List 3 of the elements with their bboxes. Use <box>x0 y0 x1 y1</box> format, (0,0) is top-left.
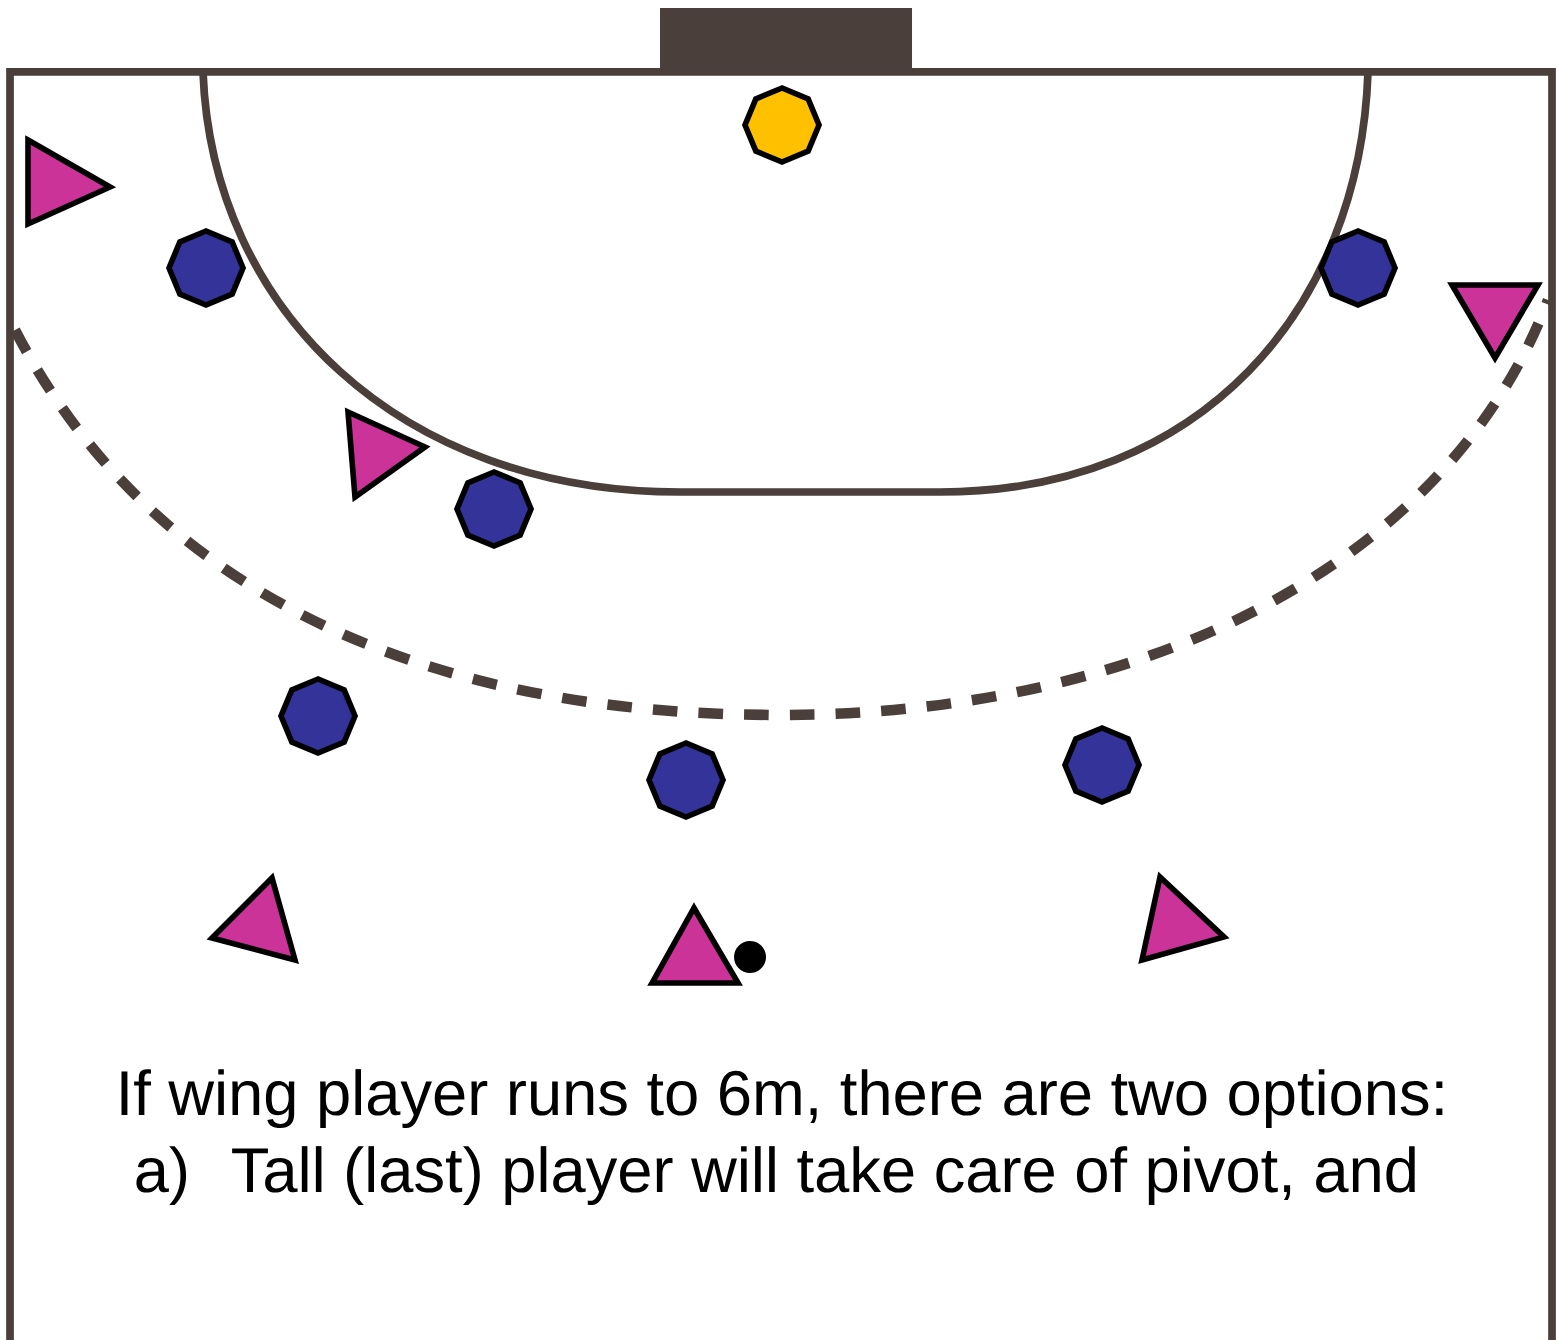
note-text: If wing player runs to 6m, there are two options: <box>121 1069 1443 1129</box>
list-marker: a) <box>136 1146 187 1206</box>
note-text: Tall (last) player will take care of pivot, and <box>232 1146 1415 1206</box>
